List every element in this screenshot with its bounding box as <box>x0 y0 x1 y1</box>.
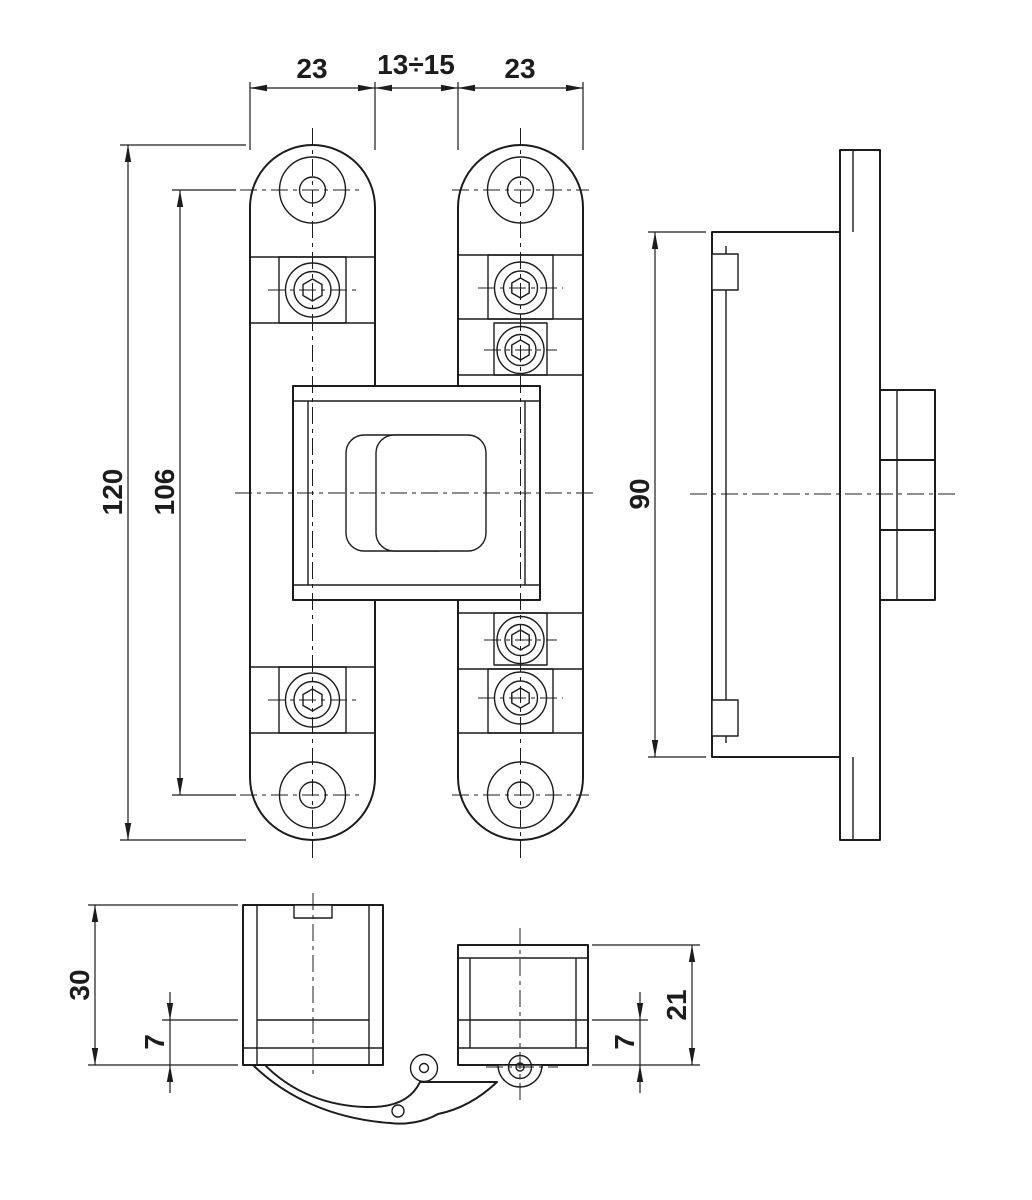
dimensions-bottom-left: 30 7 <box>64 904 238 1093</box>
dimensions-bottom-right: 7 21 <box>592 944 700 1093</box>
bottom-right-cup <box>457 944 589 1066</box>
dim-label-bottom-right-thickness: 7 <box>609 1034 640 1050</box>
dim-label-bottom-left-height: 30 <box>64 969 95 1000</box>
dim-label-right-plate-width: 23 <box>504 53 535 84</box>
dim-label-side-body-height: 90 <box>624 478 655 509</box>
dimensions-top: 23 13÷15 23 <box>249 49 584 150</box>
dim-label-bottom-right-height: 21 <box>661 989 692 1020</box>
side-knuckles <box>879 389 936 601</box>
hinge-lever-arm <box>251 1061 498 1125</box>
dimensions-left: 120 106 <box>97 144 246 841</box>
bottom-view <box>242 904 589 1125</box>
side-view <box>711 149 936 841</box>
dim-label-gap-range: 13÷15 <box>377 49 455 80</box>
centerlines <box>235 128 958 1103</box>
side-flange <box>839 149 881 841</box>
dim-label-bottom-left-thickness: 7 <box>139 1034 170 1050</box>
dimensions-side: 90 <box>624 231 706 758</box>
lever-pin-boss <box>391 1053 439 1118</box>
dim-label-left-plate-width: 23 <box>296 53 327 84</box>
dim-label-overall-length: 120 <box>97 469 128 516</box>
dim-label-hole-spacing: 106 <box>149 469 180 516</box>
